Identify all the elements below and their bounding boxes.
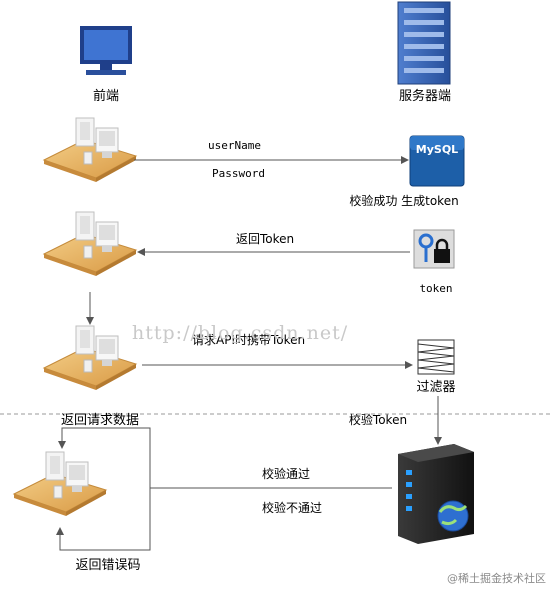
server-label: 服务器端	[399, 88, 451, 104]
request-api-label: 请求API时携带Token	[192, 332, 305, 347]
verify-pass-label: 校验通过	[262, 466, 310, 481]
server-rack-icon	[397, 1, 451, 85]
filter-icon	[417, 339, 455, 375]
workstation-2-icon	[43, 211, 137, 277]
frontend-label: 前端	[93, 88, 119, 104]
password-label: Password	[212, 167, 265, 180]
return-data-label: 返回请求数据	[61, 413, 139, 428]
return-data-arrow	[58, 427, 151, 488]
verify-fail-label: 校验不通过	[262, 500, 322, 515]
return-error-arrow	[56, 488, 151, 551]
workstation-1-icon	[43, 117, 137, 183]
username-label: userName	[208, 139, 261, 152]
token-key-icon	[413, 229, 455, 269]
verify-token-label: 校验Token	[349, 412, 407, 427]
workstation-4-icon	[13, 451, 107, 517]
return-token-label: 返回Token	[236, 232, 294, 246]
monitor-icon	[80, 26, 132, 75]
mysql-icon: MySQL	[409, 135, 465, 187]
token-label: token	[419, 282, 452, 295]
svg-text:MySQL: MySQL	[416, 143, 458, 156]
workstation-3-icon	[43, 325, 137, 391]
footer-credit: @稀土掘金技术社区	[447, 572, 546, 585]
verify-generate-label: 校验成功 生成token	[349, 193, 458, 208]
watermark: http://blog.csdn.net/	[132, 322, 349, 344]
return-error-label: 返回错误码	[75, 558, 140, 573]
server-icon	[398, 444, 474, 544]
filter-label: 过滤器	[416, 380, 455, 395]
